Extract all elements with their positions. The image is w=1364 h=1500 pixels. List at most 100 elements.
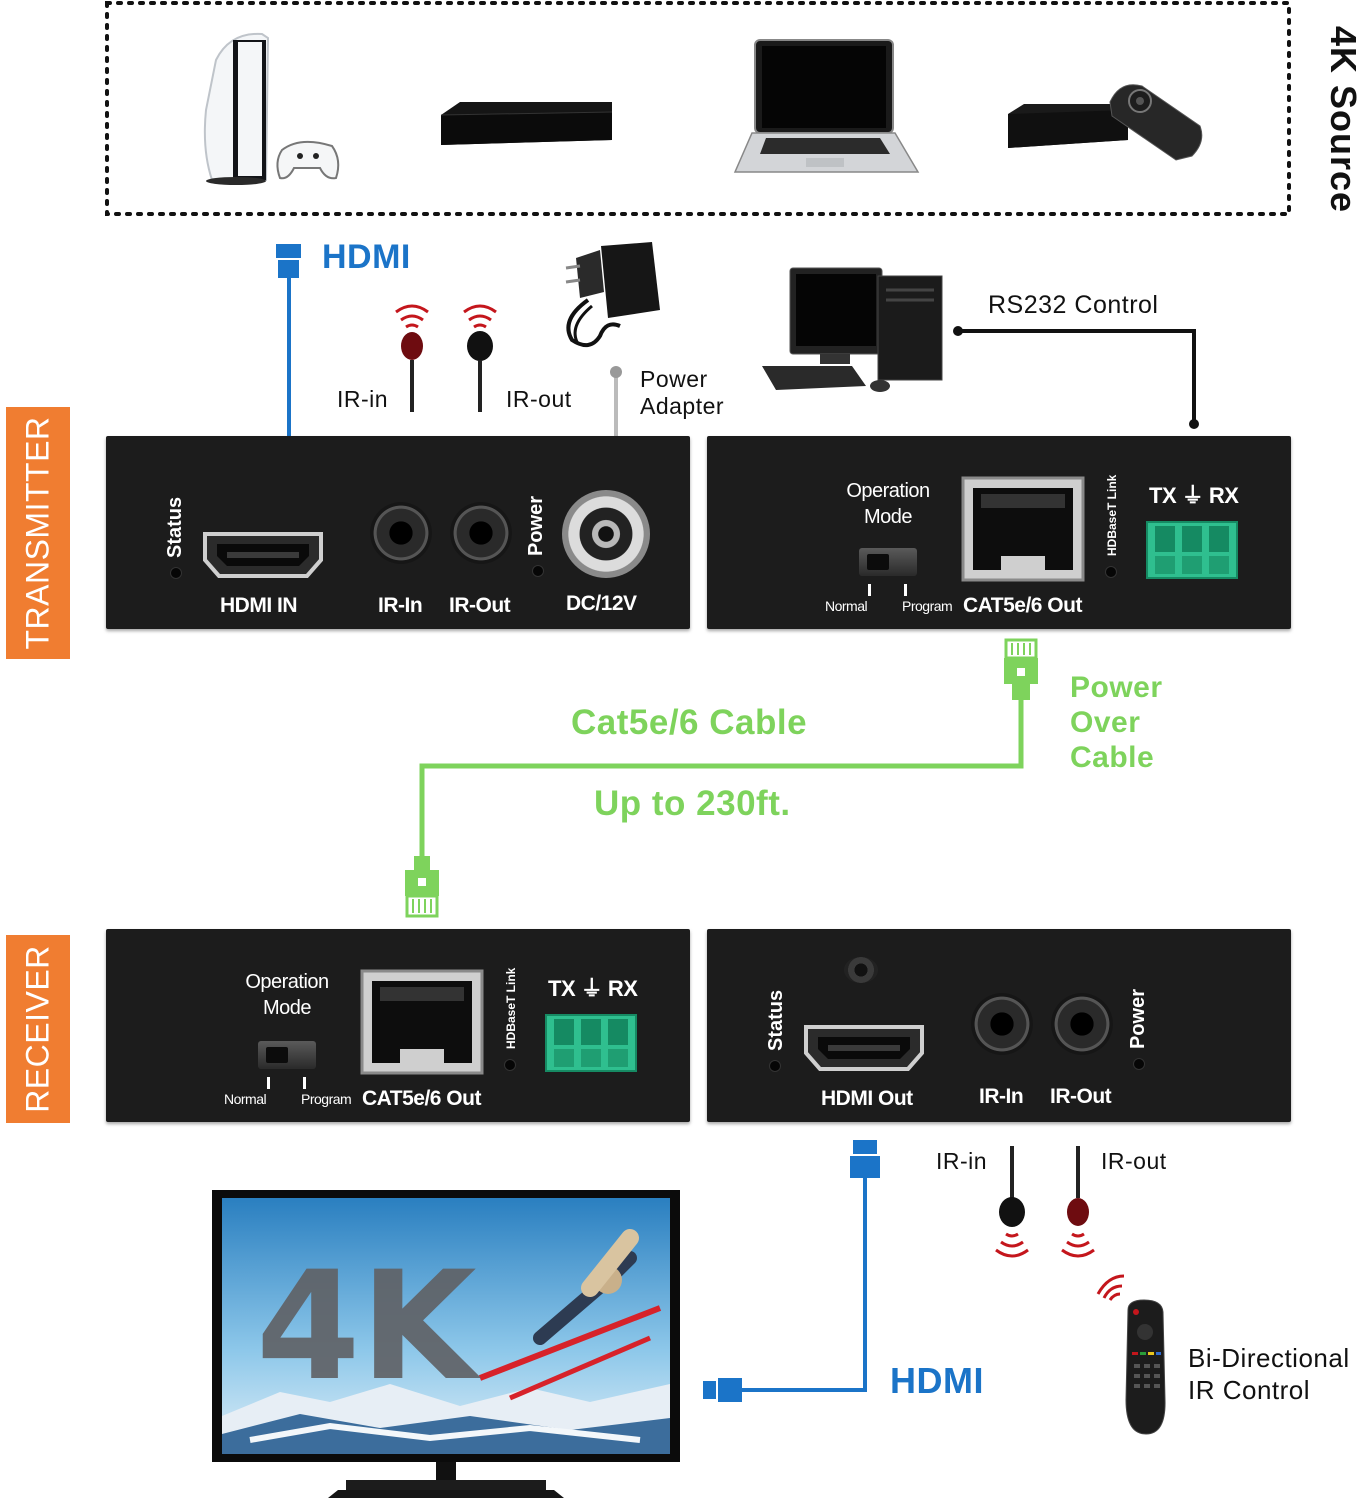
bluray-player-icon xyxy=(440,102,613,145)
hdmi-plug-icon xyxy=(718,1378,742,1402)
transmitter-front-panel: Status HDMI IN IR-In IR-Out Power DC/12V xyxy=(106,436,690,629)
tx-ir-out-port-label: IR-Out xyxy=(449,594,511,617)
cat-cable-label: Cat5e/6 Cable xyxy=(571,703,808,742)
tx-dc-jack[interactable] xyxy=(562,490,650,578)
rx-ir-out-label: IR-out xyxy=(1101,1148,1167,1174)
rx-ir-out-port-label: IR-Out xyxy=(1050,1085,1112,1108)
tx-ir-in-label: IR-in xyxy=(337,386,389,412)
tx-cat-out-label: CAT5e/6 Out xyxy=(963,594,1082,617)
receiver-tag: RECEIVER xyxy=(6,935,70,1123)
tx-ir-in-jack[interactable] xyxy=(370,502,432,564)
bidirectional-label-line1: Bi-Directional xyxy=(1188,1343,1350,1373)
poc-label: Power Over Cable xyxy=(1070,670,1163,775)
tx-ir-out-jack[interactable] xyxy=(450,502,512,564)
rx-hdmi-port[interactable] xyxy=(802,1023,926,1075)
rs232-cable xyxy=(953,326,1199,429)
rx-ir-receiver-cable xyxy=(995,1146,1029,1258)
tx-ir-blaster-cable xyxy=(463,304,497,412)
rx-ir-in-label: IR-in xyxy=(936,1148,988,1174)
streaming-box-icon xyxy=(1008,84,1203,161)
transmitter-back-panel: Operation Mode Normal Program CAT5e/6 Ou… xyxy=(707,436,1291,629)
source-dotted-frame xyxy=(105,1,1291,216)
tv-4k-text: 4K xyxy=(256,1240,481,1414)
poc-label-line2: Over xyxy=(1070,706,1141,739)
tx-hdmi-port[interactable] xyxy=(201,530,325,582)
tx-txrx-label: TX ⏚ RX xyxy=(1149,483,1239,508)
ir-signal-icon xyxy=(463,304,497,314)
tx-normal-label: Normal xyxy=(825,598,868,614)
tx-rj45-port[interactable] xyxy=(961,476,1085,582)
receiver-back-panel: Operation Mode Normal Program CAT5e/6 Ou… xyxy=(106,929,690,1122)
rx-mode-switch-knob xyxy=(266,1047,288,1063)
rj45-plug-icon xyxy=(405,856,439,918)
tx-hdbaset-label: HDBaseT Link xyxy=(1105,474,1119,556)
cat-cable xyxy=(405,638,1038,918)
ir-signal-icon xyxy=(395,304,429,314)
distance-label: Up to 230ft. xyxy=(594,784,791,823)
rs232-label: RS232 Control xyxy=(988,291,1159,319)
rx-hdbaset-label: HDBaseT Link xyxy=(504,967,518,1049)
tx-hdbaset-led xyxy=(1105,566,1117,578)
rx-hdbaset-led xyxy=(504,1059,516,1071)
hdmi-cable-bottom xyxy=(703,1140,880,1402)
rx-mode-switch[interactable] xyxy=(258,1041,316,1069)
ir-signal-icon xyxy=(1096,1274,1125,1295)
tv-icon: 4K xyxy=(212,1190,680,1498)
tx-dc-label: DC/12V xyxy=(566,592,637,615)
rx-normal-label: Normal xyxy=(224,1091,267,1107)
hdmi-plug-icon xyxy=(853,1140,877,1154)
tx-ir-in-port-label: IR-In xyxy=(378,594,423,617)
remote-control-icon xyxy=(1096,1274,1166,1435)
tx-op-mode-line2: Mode xyxy=(863,506,913,528)
tx-power-label: Power xyxy=(525,495,547,556)
bidirectional-label: Bi-Directional IR Control xyxy=(1188,1342,1350,1406)
poc-label-line3: Cable xyxy=(1070,741,1155,774)
hdmi-top-label: HDMI xyxy=(322,238,411,276)
hdmi-bottom-label: HDMI xyxy=(890,1360,984,1401)
rx-ir-in-port-label: IR-In xyxy=(979,1085,1024,1108)
tx-rs232-terminal[interactable] xyxy=(1145,520,1239,580)
rx-cat-out-label: CAT5e/6 Out xyxy=(362,1087,481,1110)
power-adapter-label-line1: Power xyxy=(640,366,708,392)
rx-normal-tick xyxy=(267,1077,270,1089)
computer-icon xyxy=(762,267,943,392)
rx-txrx-label: TX ⏚ RX xyxy=(548,976,638,1001)
transmitter-tag: TRANSMITTER xyxy=(6,407,70,659)
rx-screw-icon xyxy=(844,957,878,983)
rx-rj45-port[interactable] xyxy=(360,969,484,1075)
rx-op-mode-line1: Operation xyxy=(245,971,329,993)
tx-hdmi-label: HDMI IN xyxy=(220,594,298,617)
ir-signal-icon xyxy=(1005,1232,1019,1238)
tx-normal-tick xyxy=(868,584,871,596)
tx-op-mode-line1: Operation xyxy=(846,480,930,502)
rx-status-label: Status xyxy=(765,989,787,1051)
rx-status-led xyxy=(769,1060,781,1072)
rx-program-tick xyxy=(303,1077,306,1089)
source-group xyxy=(105,1,1291,216)
rx-program-label: Program xyxy=(301,1091,352,1107)
laptop-icon xyxy=(733,39,920,173)
tx-ir-out-label: IR-out xyxy=(506,386,572,412)
bidirectional-label-line2: IR Control xyxy=(1188,1375,1311,1405)
receiver-front-panel: Status HDMI Out IR-In IR-Out Power xyxy=(707,929,1291,1122)
game-console-icon xyxy=(203,32,340,185)
rx-hdmi-label: HDMI Out xyxy=(821,1087,913,1110)
power-adapter-icon xyxy=(565,242,660,474)
tx-status-led xyxy=(170,567,182,579)
tx-op-mode-label: Operation Mode xyxy=(829,478,947,530)
rx-op-mode-label: Operation Mode xyxy=(228,969,346,1021)
rx-power-label: Power xyxy=(1127,988,1149,1049)
rx-power-led xyxy=(1133,1058,1145,1070)
tx-power-led xyxy=(532,565,544,577)
rx-rs232-terminal[interactable] xyxy=(544,1013,638,1073)
rx-ir-out-jack[interactable] xyxy=(1051,993,1113,1055)
rx-ir-in-jack[interactable] xyxy=(971,993,1033,1055)
tx-mode-switch-knob xyxy=(867,554,889,570)
tx-mode-switch[interactable] xyxy=(859,548,917,576)
tx-ir-receiver-cable xyxy=(395,304,429,412)
ir-signal-icon xyxy=(1071,1232,1085,1238)
rx-ir-blaster-cable xyxy=(1061,1146,1095,1258)
poc-label-line1: Power xyxy=(1070,671,1163,704)
tx-program-tick xyxy=(904,584,907,596)
